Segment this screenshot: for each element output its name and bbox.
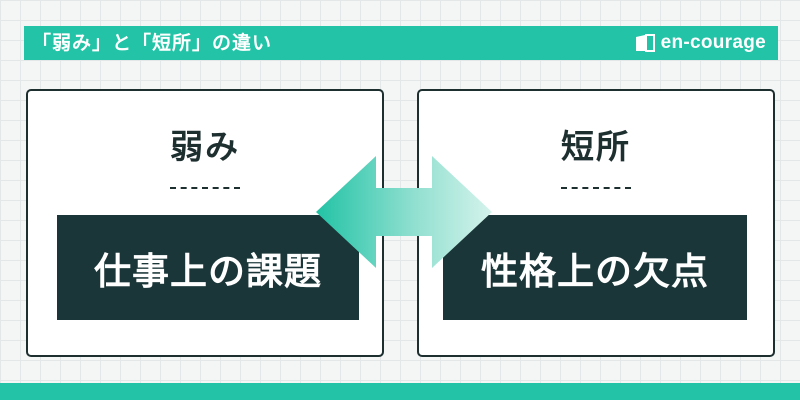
brand-name: en-courage	[660, 32, 766, 53]
shortcoming-meaning: 性格上の欠点	[481, 249, 709, 293]
page-title: 「弱み」と「短所」の違い	[32, 32, 273, 54]
brand-logo: en-courage	[634, 26, 766, 60]
en-courage-logo-icon	[635, 34, 655, 52]
shortcoming-meaning-box: 性格上の欠点	[443, 215, 747, 320]
footer-bar	[0, 383, 800, 400]
shortcoming-panel: 短所 性格上の欠点	[417, 89, 775, 357]
header-bar: 「弱み」と「短所」の違い en-courage	[24, 26, 778, 60]
shortcoming-divider	[561, 187, 631, 189]
double-arrow-icon	[316, 156, 492, 268]
weakness-meaning: 仕事上の課題	[94, 249, 322, 293]
weakness-meaning-box: 仕事上の課題	[57, 215, 359, 320]
weakness-panel: 弱み 仕事上の課題	[26, 89, 384, 357]
weakness-heading: 弱み	[170, 127, 240, 166]
shortcoming-heading: 短所	[561, 127, 631, 166]
weakness-divider	[170, 187, 240, 189]
